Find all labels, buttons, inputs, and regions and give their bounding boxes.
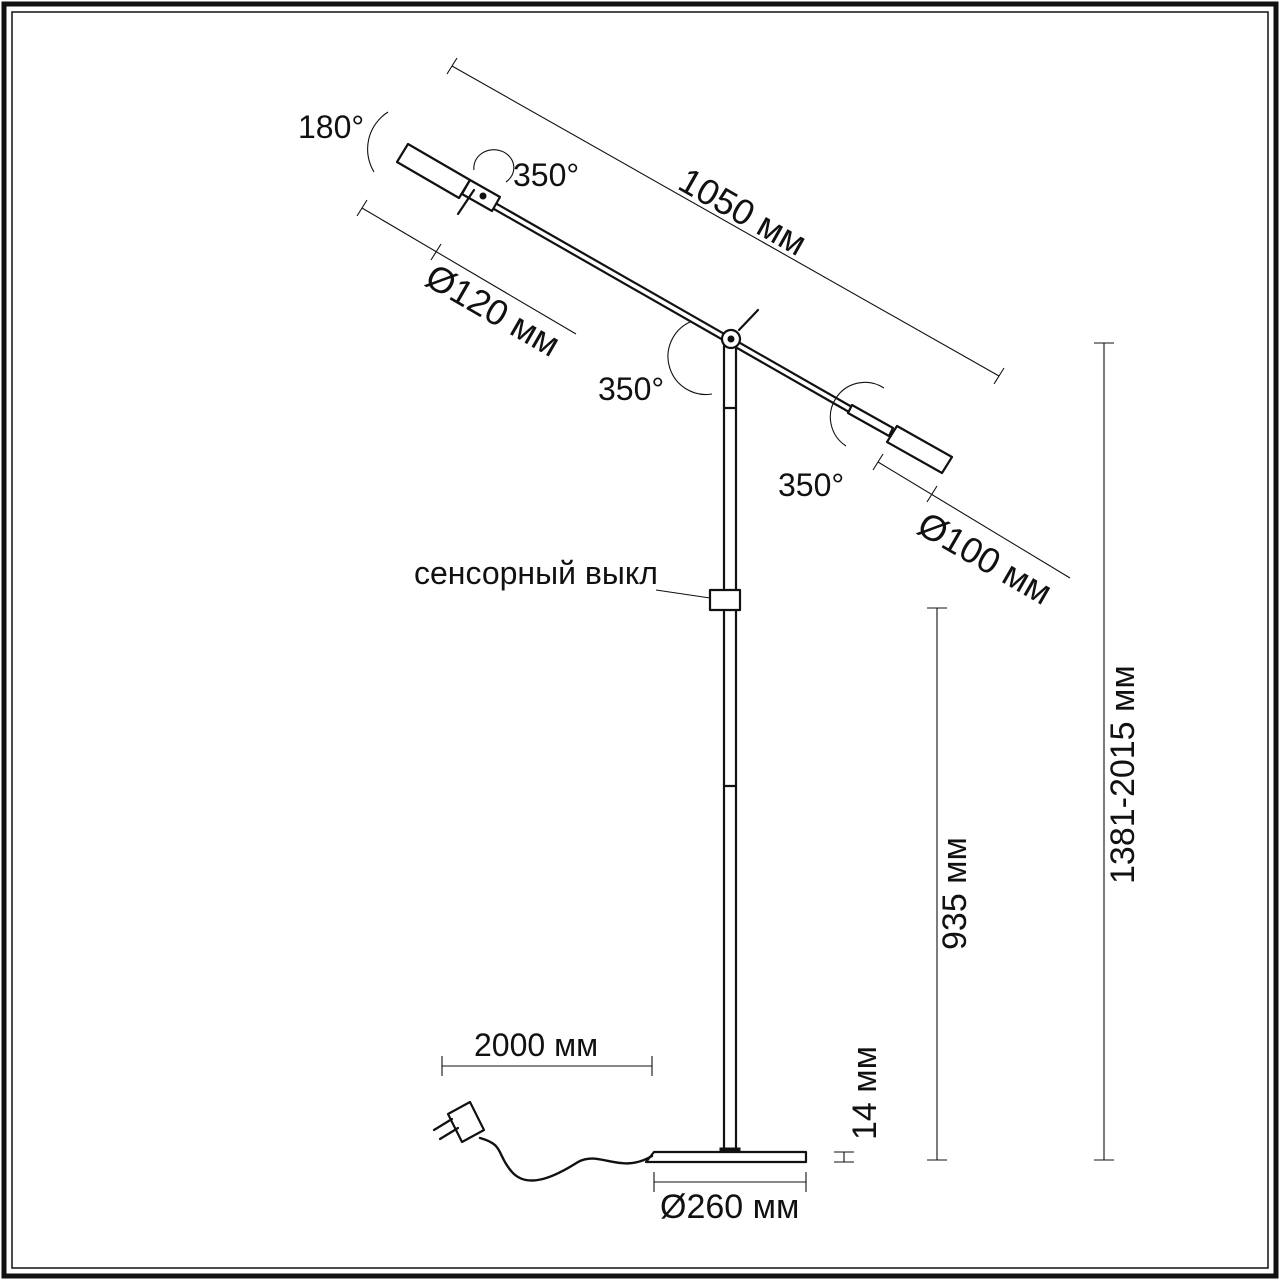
dim-arm-length-tick-end: [993, 367, 1005, 385]
pivot-handle: [737, 308, 760, 332]
arc-head-180: [367, 111, 389, 173]
label-rotation-left-joint: 350°: [513, 157, 579, 193]
touch-switch-sleeve: [708, 588, 742, 612]
plug-pin-2: [438, 1126, 460, 1141]
plug-body: [446, 1100, 486, 1144]
labels: 180° 350° 350° 350° 1050 мм Ø120 мм Ø100…: [298, 109, 1142, 1226]
dim-right-head-line: [877, 461, 1071, 579]
label-rotation-right-joint: 350°: [778, 467, 844, 503]
right-head-joint: [846, 403, 895, 438]
dim-right-head-tick-start: [872, 453, 884, 471]
lamp: [395, 142, 954, 1182]
label-rotation-head: 180°: [298, 109, 364, 145]
power-plug: [432, 1100, 486, 1144]
right-head: [846, 403, 954, 475]
right-head-body: [885, 424, 954, 475]
rotation-arcs: [367, 111, 885, 447]
dim-left-head-tick-end: [430, 243, 442, 261]
left-head-knob: [456, 188, 476, 216]
pivot-center: [727, 335, 735, 343]
dim-left-head-line: [361, 207, 577, 335]
label-left-head-diameter: Ø120 мм: [419, 255, 567, 364]
dim-left-head-tick-start: [356, 199, 368, 217]
lamp-base: [644, 1150, 808, 1164]
dim-right-head-tick-end: [926, 485, 938, 503]
label-touch-switch: сенсорный выкл: [414, 555, 658, 591]
power-cable: [478, 1136, 654, 1182]
base-collar: [719, 1147, 741, 1153]
label-total-height: 1381-2015 мм: [1104, 665, 1142, 884]
label-cable-length: 2000 мм: [474, 1027, 598, 1063]
left-head-pin: [479, 192, 487, 200]
label-arm-length: 1050 мм: [672, 159, 814, 263]
label-base-thickness: 14 мм: [846, 1046, 884, 1140]
label-switch-height: 935 мм: [936, 837, 974, 950]
label-rotation-pivot: 350°: [598, 371, 664, 407]
plug-pin-1: [432, 1117, 454, 1132]
label-base-diameter: Ø260 мм: [660, 1188, 799, 1226]
dimensions: [356, 57, 1114, 1192]
frame-inner: [11, 11, 1269, 1269]
arc-pivot-350: [667, 321, 713, 396]
dim-arm-length-line: [451, 65, 1000, 377]
left-head: [395, 142, 502, 216]
touch-switch-leader: [655, 589, 711, 599]
arc-right-joint-350: [829, 381, 885, 447]
arc-left-joint-350: [473, 149, 515, 183]
left-head-body: [395, 142, 472, 200]
dim-arm-length-tick-start: [446, 57, 458, 75]
pivot: [720, 308, 760, 350]
